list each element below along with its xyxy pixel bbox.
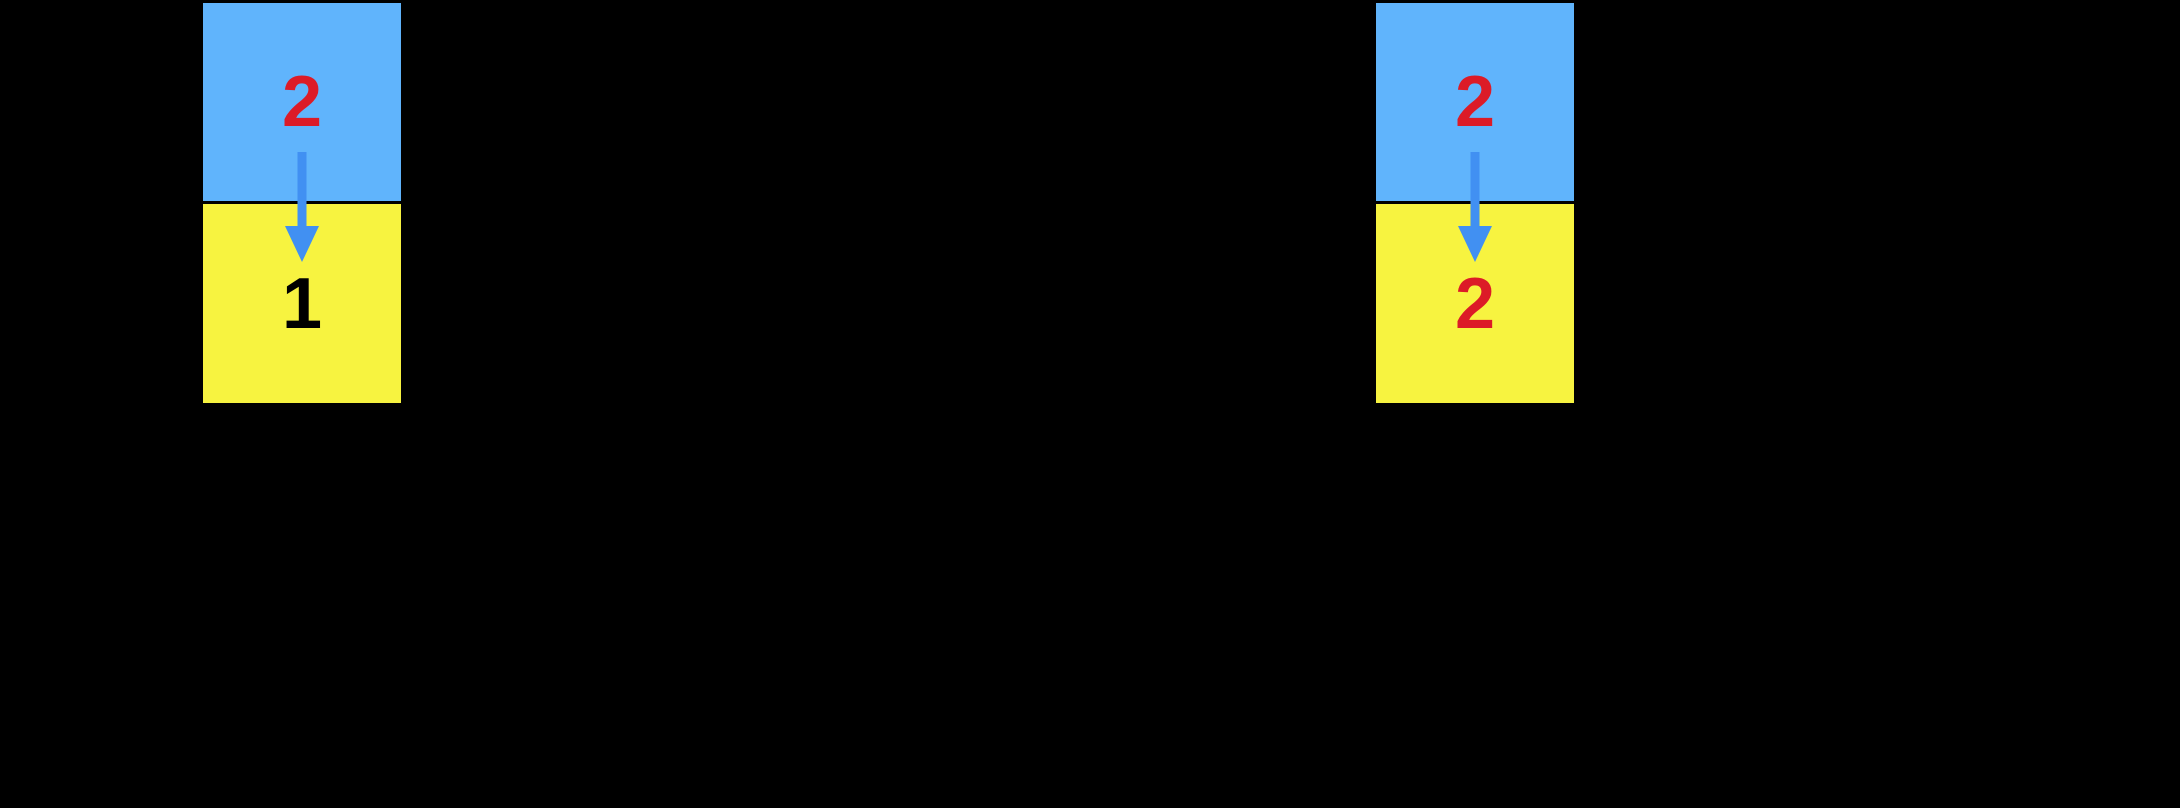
- bottom-box: 1: [203, 204, 401, 403]
- stack-group-1: 2 1: [203, 3, 401, 403]
- top-box: 2: [1376, 3, 1574, 201]
- top-box: 2: [203, 3, 401, 201]
- bottom-box: 2: [1376, 204, 1574, 403]
- bottom-box-value: 2: [1454, 263, 1496, 344]
- top-box-value: 2: [1454, 62, 1496, 142]
- top-box-value: 2: [281, 62, 323, 142]
- stack-group-2: 2 2: [1376, 3, 1574, 403]
- bottom-box-value: 1: [281, 263, 323, 344]
